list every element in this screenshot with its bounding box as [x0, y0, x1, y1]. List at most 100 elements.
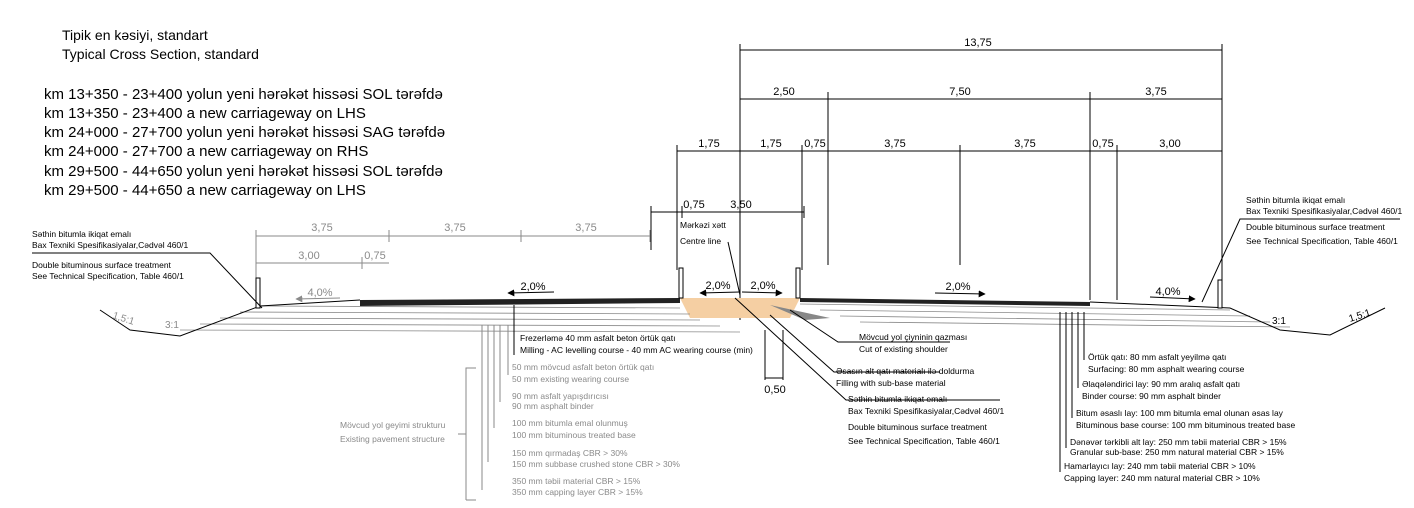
- dim-existing-upper: 3,75: [311, 222, 332, 234]
- svg-text:350 mm təbii material CBR > 15: 350 mm təbii material CBR > 15%: [512, 476, 641, 486]
- dim-existing-upper: 3,75: [444, 222, 465, 234]
- slope-label: 2,0%: [750, 280, 775, 292]
- guardrail-post-median: [795, 267, 801, 299]
- svg-text:Örtük qatı: 80 mm asfalt yeyil: Örtük qatı: 80 mm asfalt yeyilmə qatı: [1088, 352, 1226, 362]
- dim-upper: 7,50: [949, 86, 970, 98]
- guardrail-post-right: [1217, 279, 1223, 309]
- slope-arrows: [295, 289, 1196, 303]
- svg-text:Surfacing: 80 mm asphalt weari: Surfacing: 80 mm asphalt wearing course: [1088, 364, 1245, 374]
- svg-text:Dənəvər tərkibli alt lay: 250: Dənəvər tərkibli alt lay: 250 mm təbii m…: [1070, 437, 1287, 447]
- guardrail-post-median: [678, 267, 684, 299]
- svg-text:Bax Texniki Spesifikasiyalar,C: Bax Texniki Spesifikasiyalar,Cədvəl 460/…: [32, 240, 189, 250]
- dim-lower: 3,75: [1014, 138, 1035, 150]
- svg-text:Səthin bitumla ikiqat emalı: Səthin bitumla ikiqat emalı: [848, 394, 947, 404]
- dimension-labels: 13,75 2,50 7,50 3,75 1,75 1,75 0,75 3,75…: [683, 37, 1180, 396]
- km-sections: km 13+350 - 23+400 yolun yeni hərəkət hi…: [44, 86, 445, 199]
- title-en: Typical Cross Section, standard: [62, 46, 259, 62]
- existing-pavement-notes: Mövcud yol geyimi strukturu Existing pav…: [340, 325, 680, 501]
- svg-text:Capping layer: 240 mm natural: Capping layer: 240 mm natural material C…: [1064, 473, 1260, 483]
- svg-text:Bituminous base course: 100 mm: Bituminous base course: 100 mm bituminou…: [1076, 420, 1296, 430]
- slope-label: 2,0%: [520, 281, 545, 293]
- svg-text:See Technical Specification, T: See Technical Specification, Table 460/1: [1246, 236, 1398, 246]
- section-line: km 24+000 - 27+700 yolun yeni hərəkət hi…: [44, 124, 445, 141]
- slope-labels: 4,0% 2,0% 2,0% 2,0% 2,0% 4,0% 1,5:1 3:1 …: [111, 280, 1372, 331]
- svg-text:Əsasın alt qatı materialı ilə: Əsasın alt qatı materialı ilə doldurma: [836, 366, 974, 376]
- milling-note: Frezerləmə 40 mm asfalt beton örtük qatı…: [513, 305, 753, 355]
- centre-line-az: Mərkəzi xətt: [680, 220, 726, 230]
- side-slope-label: 1,5:1: [1348, 307, 1373, 324]
- existing-dimension-lines: [255, 230, 651, 285]
- side-slope-label: 3:1: [165, 320, 179, 331]
- fill-material-wedge: [680, 298, 800, 318]
- pavement-structure: [99, 267, 1386, 337]
- slope-label: 4,0%: [1155, 286, 1180, 298]
- right-treatment-note: Səthin bitumla ikiqat emalı Bax Texniki …: [1201, 195, 1403, 303]
- dim-existing-lower: 3,00: [298, 250, 319, 262]
- svg-text:Əlaqələndirici lay: 90 mm aral: Əlaqələndirici lay: 90 mm aralıq asfalt …: [1082, 379, 1240, 389]
- svg-text:Bax Texniki Spesifikasiyalar,C: Bax Texniki Spesifikasiyalar,Cədvəl 460/…: [1246, 206, 1403, 216]
- existing-structure-en: Existing pavement structure: [340, 434, 445, 444]
- svg-text:Milling - AC levelling course: Milling - AC levelling course - 40 mm AC…: [520, 345, 753, 355]
- dim-lower: 1,75: [698, 138, 719, 150]
- right-carriageway-surface: [800, 298, 1090, 306]
- svg-text:Səthin bitumla ikiqat emalı: Səthin bitumla ikiqat emalı: [1246, 195, 1345, 205]
- svg-text:90 mm asfalt yapışdırıcısı: 90 mm asfalt yapışdırıcısı: [512, 391, 609, 401]
- svg-text:Bitum əsaslı lay: 100 mm bitum: Bitum əsaslı lay: 100 mm bitumla emal ol…: [1076, 408, 1284, 418]
- existing-structure-az: Mövcud yol geyimi strukturu: [340, 420, 446, 430]
- svg-text:Səthin bitumla ikiqat emalı: Səthin bitumla ikiqat emalı: [32, 229, 131, 239]
- svg-text:Double bituminous surface trea: Double bituminous surface treatment: [32, 260, 172, 270]
- svg-text:See Technical Specification, T: See Technical Specification, Table 460/1: [32, 271, 184, 281]
- dim-median: 0,75: [683, 199, 704, 211]
- dim-lower: 3,00: [1159, 138, 1180, 150]
- section-line: km 29+500 - 44+650 yolun yeni hərəkət hi…: [44, 163, 443, 180]
- svg-text:Binder course: 90 mm asphalt b: Binder course: 90 mm asphalt binder: [1082, 391, 1221, 401]
- dim-lower: 0,75: [1092, 138, 1113, 150]
- dim-lower: 0,75: [804, 138, 825, 150]
- section-line: km 13+350 - 23+400 a new carriageway on …: [44, 105, 366, 122]
- dim-median: 3,50: [730, 199, 751, 211]
- dim-total: 13,75: [964, 37, 992, 49]
- dim-bottom: 0,50: [764, 384, 785, 396]
- svg-text:Filling with sub-base material: Filling with sub-base material: [836, 378, 946, 388]
- slope-label: 4,0%: [307, 287, 332, 299]
- centre-line-en: Centre line: [680, 236, 721, 246]
- svg-text:Hamarlayıcı lay: 240 mm təbii: Hamarlayıcı lay: 240 mm təbii material C…: [1064, 461, 1256, 471]
- section-line: km 29+500 - 44+650 a new carriageway on …: [44, 182, 366, 199]
- svg-text:Frezerləmə 40 mm asfalt beton: Frezerləmə 40 mm asfalt beton örtük qatı: [520, 333, 675, 343]
- existing-dimension-labels: 3,75 3,75 3,75 3,00 0,75: [298, 222, 596, 262]
- slope-label: 2,0%: [705, 280, 730, 292]
- svg-text:100 mm bituminous treated base: 100 mm bituminous treated base: [512, 430, 636, 440]
- new-pavement-notes: Örtük qatı: 80 mm asfalt yeyilmə qatı Su…: [1059, 312, 1296, 483]
- left-carriageway-surface: [360, 298, 680, 306]
- dim-upper: 2,50: [773, 86, 794, 98]
- left-treatment-note: Səthin bitumla ikiqat emalı Bax Texniki …: [32, 229, 263, 309]
- svg-text:50 mm mövcud asfalt beton örtü: 50 mm mövcud asfalt beton örtük qatı: [512, 362, 654, 372]
- slope-label: 2,0%: [945, 281, 970, 293]
- dim-existing-upper: 3,75: [575, 222, 596, 234]
- svg-text:Double bituminous surface trea: Double bituminous surface treatment: [1246, 222, 1386, 232]
- dim-lower: 3,75: [884, 138, 905, 150]
- svg-text:Mövcud yol çiyninin qazması: Mövcud yol çiyninin qazması: [859, 332, 967, 342]
- cut-shoulder-zone: [770, 305, 830, 320]
- svg-text:See Technical Specification, T: See Technical Specification, Table 460/1: [848, 436, 1000, 446]
- dim-lower: 1,75: [760, 138, 781, 150]
- cut-shoulder-note: Mövcud yol çiyninin qazması Cut of exist…: [789, 309, 967, 354]
- svg-text:150 mm subbase crushed stone C: 150 mm subbase crushed stone CBR > 30%: [512, 459, 680, 469]
- svg-text:150 mm qırmadaş CBR > 30%: 150 mm qırmadaş CBR > 30%: [512, 448, 628, 458]
- dimension-lines: [650, 44, 1223, 380]
- dim-existing-lower: 0,75: [364, 250, 385, 262]
- dim-upper: 3,75: [1145, 86, 1166, 98]
- subbase-fill-note: Əsasın alt qatı materialı ilə doldurma F…: [769, 314, 974, 388]
- centre-line-note: Mərkəzi xətt Centre line: [680, 220, 741, 296]
- centre-treatment-note: Səthin bitumla ikiqat emalı Bax Texniki …: [734, 297, 1005, 446]
- svg-text:Granular sub-base: 250 mm natu: Granular sub-base: 250 mm natural materi…: [1070, 447, 1284, 457]
- title-az: Tipik en kəsiyi, standart: [62, 27, 208, 43]
- svg-text:Cut of existing shoulder: Cut of existing shoulder: [859, 344, 948, 354]
- svg-text:50 mm existing wearing course: 50 mm existing wearing course: [512, 374, 629, 384]
- svg-text:350 mm capping layer CBR > 15%: 350 mm capping layer CBR > 15%: [512, 487, 643, 497]
- guardrail-post-left: [255, 277, 261, 309]
- svg-text:90 mm asphalt binder: 90 mm asphalt binder: [512, 401, 594, 411]
- svg-text:Double bituminous surface trea: Double bituminous surface treatment: [848, 422, 988, 432]
- section-line: km 13+350 - 23+400 yolun yeni hərəkət hi…: [44, 86, 443, 103]
